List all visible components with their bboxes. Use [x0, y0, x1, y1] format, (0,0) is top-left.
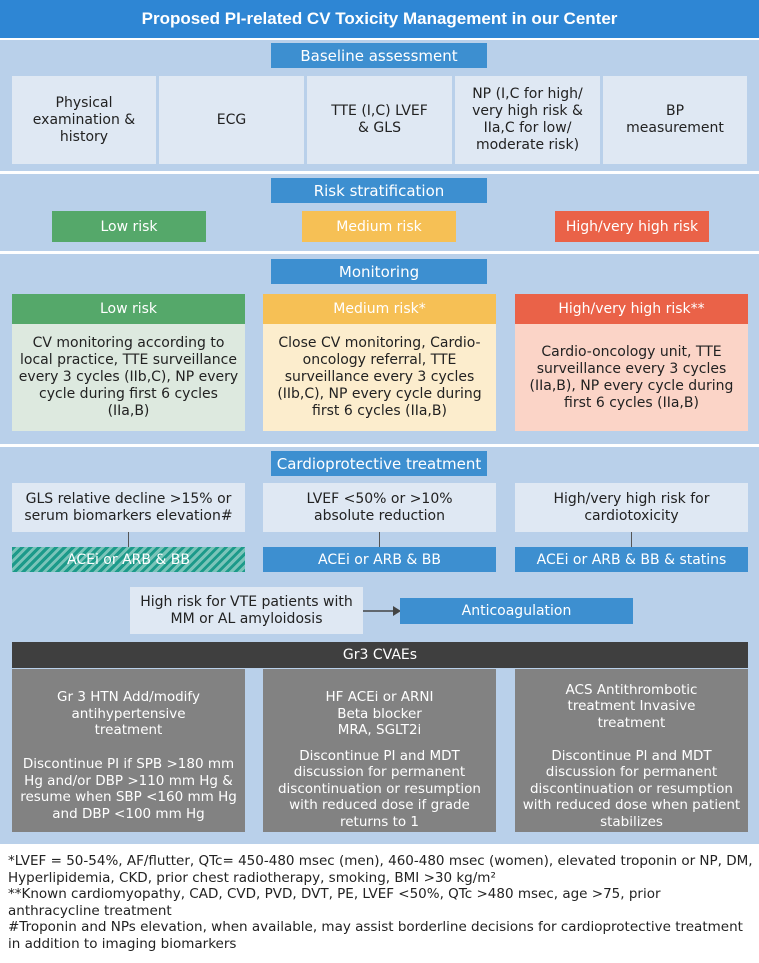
connector-line — [631, 532, 632, 547]
risk-medium-badge: Medium risk — [302, 211, 456, 242]
cvae-hf-top: HF ACEi or ARNI Beta blocker MRA, SGLT2i — [325, 689, 434, 739]
cardio-condition-gls: GLS relative decline >15% or serum bioma… — [12, 483, 245, 532]
monitoring-low-title: Low risk — [12, 294, 245, 324]
cvae-acs-bottom: Discontinue Pl and MDT discussion for pe… — [522, 747, 741, 830]
cardio-treatment-lvef: ACEi or ARB & BB — [263, 547, 496, 572]
vte-condition-label: High risk for VTE patients with MM or AL… — [140, 593, 353, 627]
cvae-acs-box: ACS Antithrombotic treatment Invasive tr… — [515, 669, 748, 832]
baseline-item-label: Physical examination & history — [32, 94, 136, 145]
baseline-item-physical: Physical examination & history — [12, 76, 156, 164]
risk-high-badge: High/very high risk — [555, 211, 709, 242]
arrow-right-icon — [363, 606, 401, 616]
risk-header: Risk stratification — [271, 178, 487, 203]
cvae-htn-bottom: Discontinue PI if SPB >180 mm Hg and/or … — [20, 756, 237, 822]
baseline-item-ecg: ECG — [159, 76, 304, 164]
baseline-item-label: NP (I,C for high/ very high risk & IIa,C… — [472, 86, 583, 153]
cvae-hf-box: HF ACEi or ARNI Beta blocker MRA, SGLT2i… — [263, 669, 496, 832]
monitoring-medium-body: Close CV monitoring, Cardio-oncology ref… — [263, 324, 496, 431]
footnote: **Known cardiomyopathy, CAD, CVD, PVD, D… — [8, 886, 661, 919]
baseline-item-bp: BP measurement — [603, 76, 747, 164]
cardio-condition-lvef: LVEF <50% or >10% absolute reduction — [263, 483, 496, 532]
cardio-condition-high-risk-label: High/very high risk for cardiotoxicity — [553, 490, 710, 524]
monitoring-low-body: CV monitoring according to local practic… — [12, 324, 245, 431]
connector-line — [379, 532, 380, 547]
footnote: *LVEF = 50-54%, AF/flutter, QTc= 450-480… — [8, 853, 753, 886]
cvae-htn-top: Gr 3 HTN Add/modify antihypertensive tre… — [57, 689, 200, 739]
baseline-header: Baseline assessment — [271, 43, 487, 68]
risk-low-badge: Low risk — [52, 211, 206, 242]
cardio-header: Cardioprotective treatment — [271, 451, 487, 476]
title-bar: Proposed PI-related CV Toxicity Manageme… — [0, 0, 759, 38]
cvae-htn-box: Gr 3 HTN Add/modify antihypertensive tre… — [12, 669, 245, 832]
cardio-condition-gls-label: GLS relative decline >15% or serum bioma… — [24, 490, 233, 524]
cvae-acs-top: ACS Antithrombotic treatment Invasive tr… — [565, 681, 698, 731]
monitoring-high-title: High/very high risk** — [515, 294, 748, 324]
page-title: Proposed PI-related CV Toxicity Manageme… — [141, 9, 618, 28]
cardio-treatment-high-risk: ACEi or ARB & BB & statins — [515, 547, 748, 572]
cvae-hf-bottom: Discontinue PI and MDT discussion for pe… — [277, 747, 481, 830]
baseline-item-label: ECG — [216, 111, 247, 128]
monitoring-high-body: Cardio-oncology unit, TTE surveillance e… — [515, 324, 748, 431]
monitoring-medium-title: Medium risk* — [263, 294, 496, 324]
footnotes: *LVEF = 50-54%, AF/flutter, QTc= 450-480… — [8, 853, 753, 952]
connector-line — [128, 532, 129, 547]
cardio-condition-high-risk: High/very high risk for cardiotoxicity — [515, 483, 748, 532]
monitoring-header: Monitoring — [271, 259, 487, 284]
baseline-item-label: TTE (I,C) LVEF & GLS — [331, 103, 428, 136]
cardio-condition-lvef-label: LVEF <50% or >10% absolute reduction — [306, 490, 453, 524]
baseline-item-tte: TTE (I,C) LVEF & GLS — [307, 76, 452, 164]
cardio-treatment-hatched: ACEi or ARB & BB — [12, 547, 245, 572]
cvae-header: Gr3 CVAEs — [12, 642, 748, 668]
footnote: #Troponin and NPs elevation, when availa… — [8, 919, 743, 952]
vte-condition: High risk for VTE patients with MM or AL… — [130, 587, 363, 634]
baseline-item-label: BP measurement — [626, 103, 724, 136]
baseline-item-np: NP (I,C for high/ very high risk & IIa,C… — [455, 76, 600, 164]
anticoagulation-box: Anticoagulation — [400, 598, 633, 624]
cardio-treatment-label: ACEi or ARB & BB — [67, 551, 190, 568]
